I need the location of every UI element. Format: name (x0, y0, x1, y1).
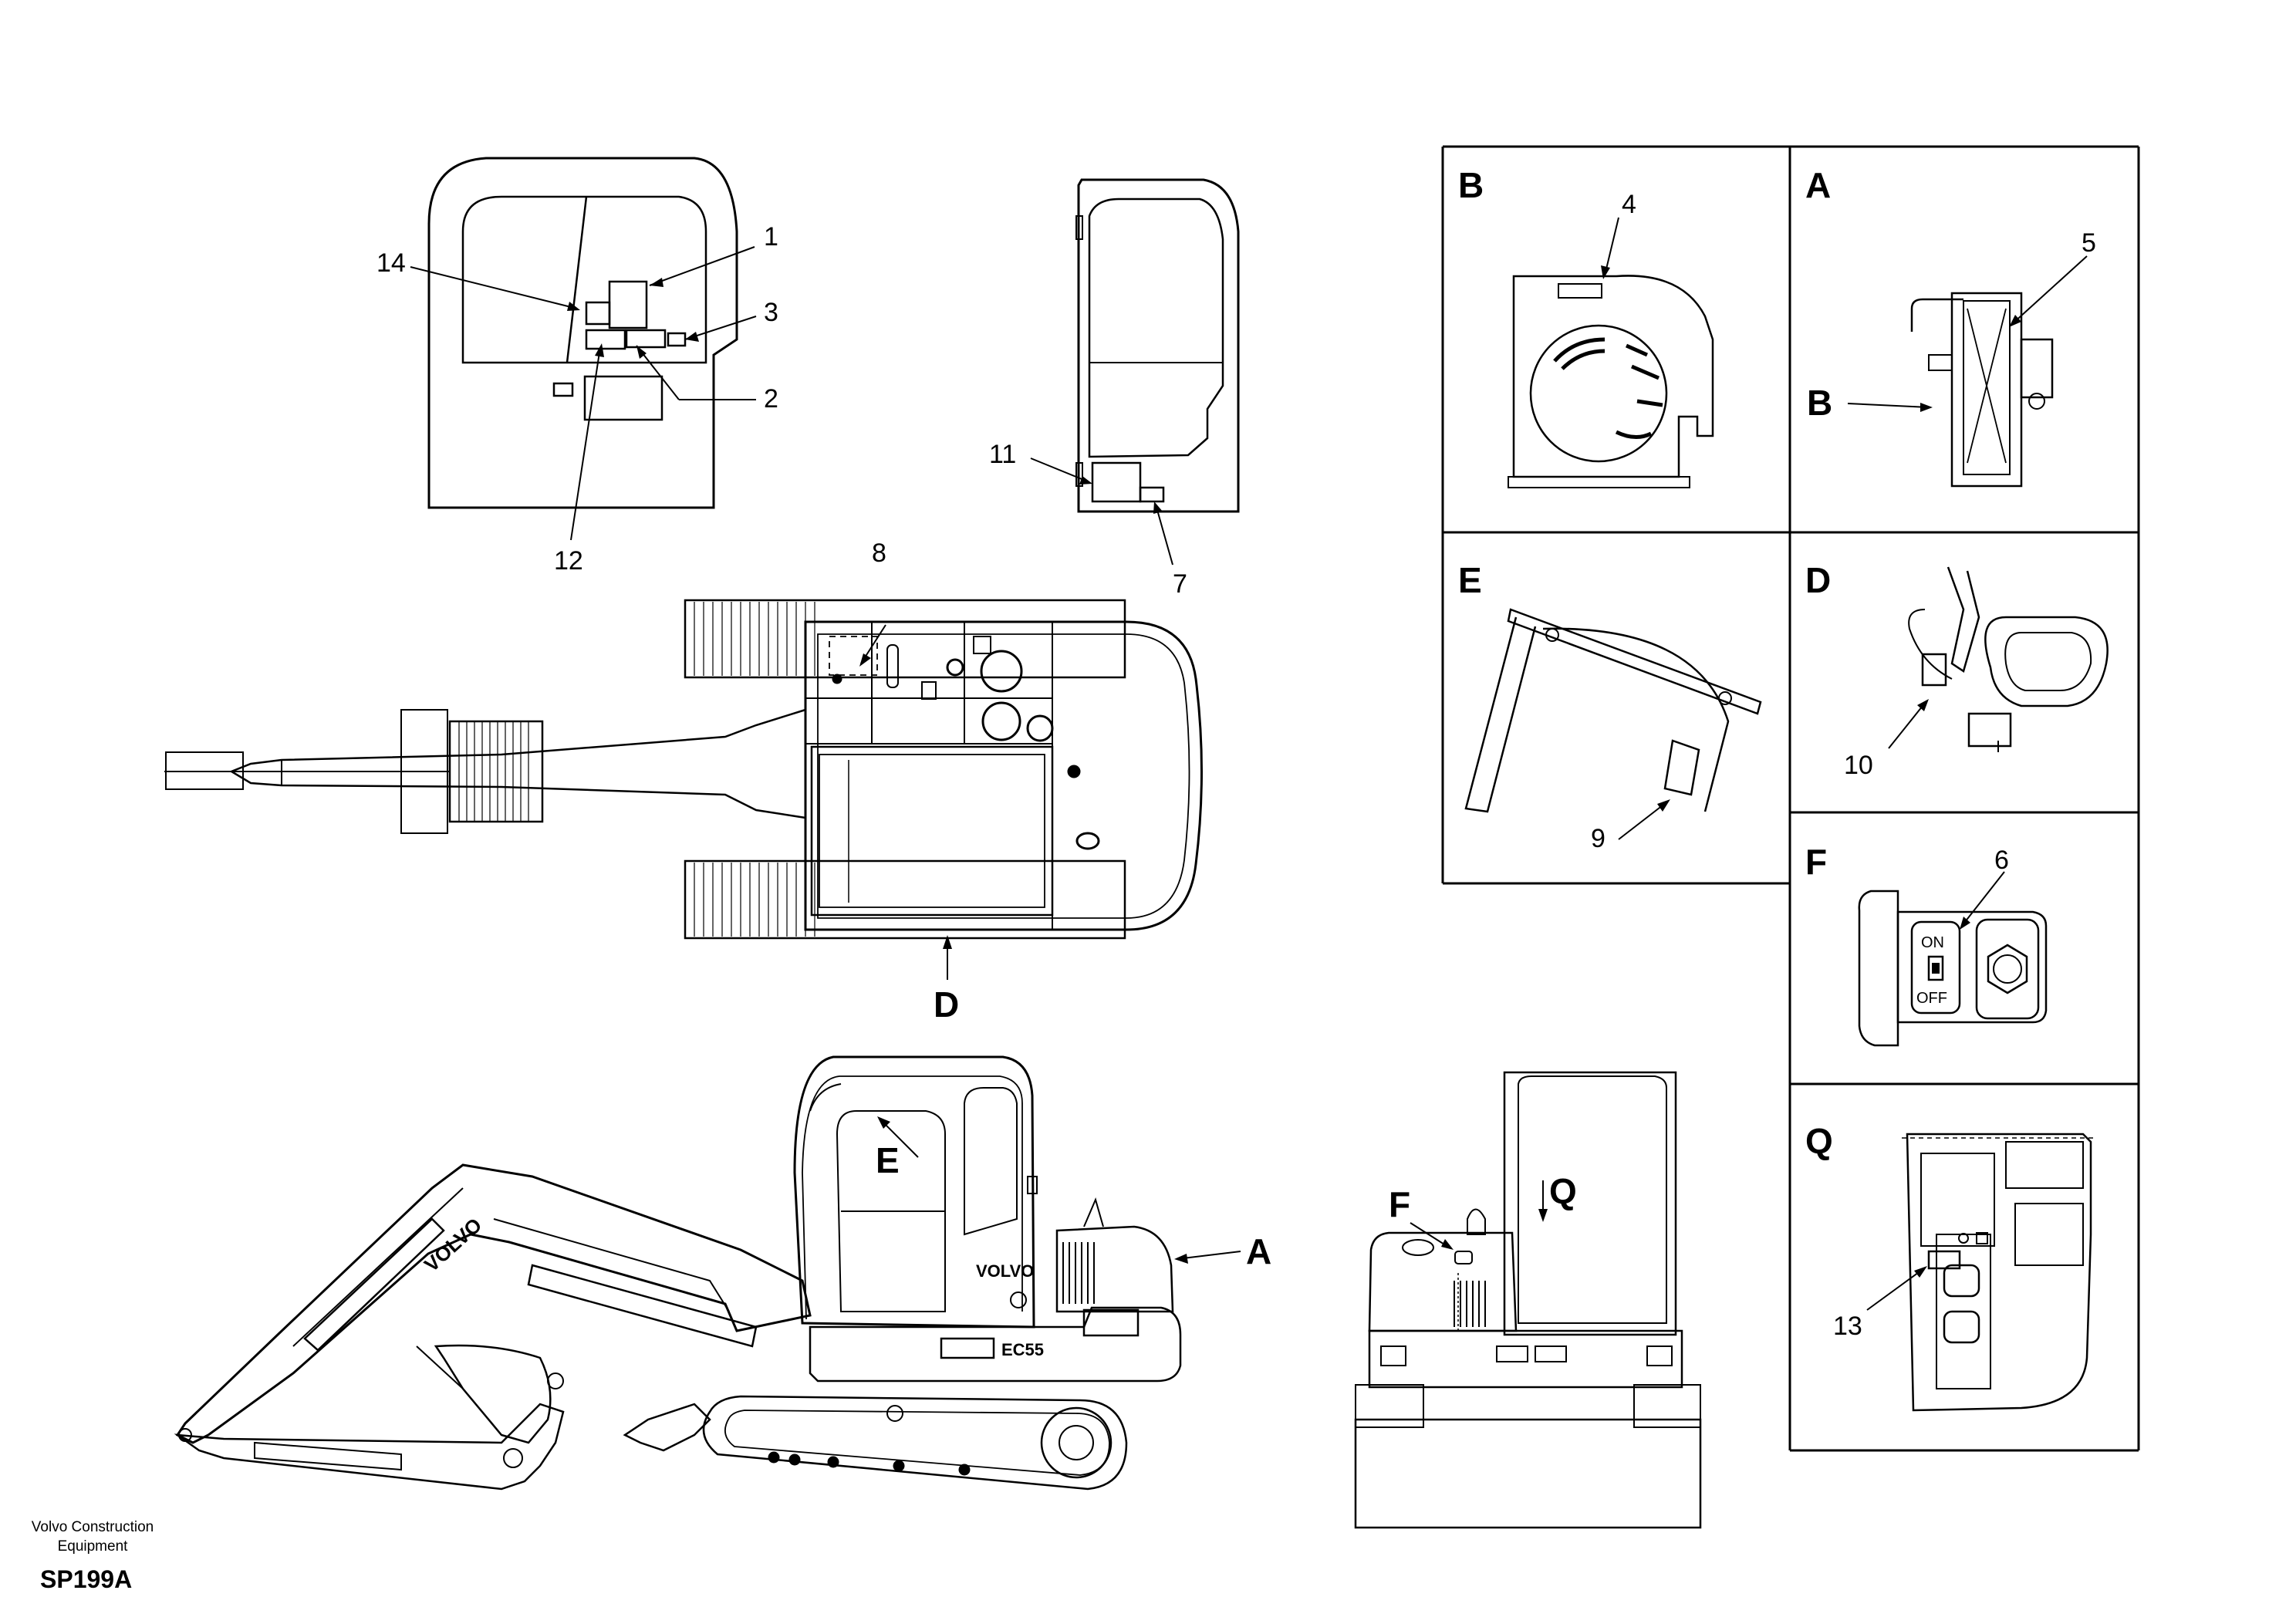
callout-5: 5 (2082, 228, 2096, 258)
panel-label-D: D (1805, 560, 1831, 600)
callout-9: 9 (1591, 824, 1606, 853)
panel-label-F: F (1805, 842, 1827, 882)
callout-11: 11 (989, 440, 1016, 469)
panel-label-B: B (1458, 165, 1484, 205)
callout-7: 7 (1173, 569, 1187, 599)
company-name-line1: Volvo Construction (32, 1519, 154, 1535)
panel-label-A: A (1805, 165, 1831, 205)
switch-on-label: ON (1921, 934, 1944, 951)
rear-view (1354, 1071, 1702, 1529)
panel-label-E: E (1458, 560, 1482, 600)
view-arrow-Q: Q (1549, 1171, 1577, 1211)
panel-Q-console (1866, 1133, 2095, 1412)
excavator-side-view (174, 1055, 1241, 1491)
view-arrow-D: D (934, 984, 959, 1025)
panel-E-window (1464, 608, 1762, 840)
panel-A-label-B: B (1807, 383, 1832, 423)
panel-A-hydraulic (1847, 255, 2088, 488)
view-arrow-E: E (876, 1140, 900, 1180)
callout-4: 4 (1622, 190, 1636, 219)
callout-1: 1 (764, 222, 778, 252)
callout-13: 13 (1833, 1312, 1862, 1341)
view-arrow-A: A (1246, 1231, 1271, 1271)
panel-D-seat (1888, 566, 2109, 752)
company-name-line2: Equipment (58, 1538, 129, 1555)
panel-F-switch (1858, 871, 2048, 1047)
detail-panel-grid (1441, 145, 2140, 1452)
callout-10: 10 (1844, 751, 1873, 780)
switch-off-label: OFF (1916, 990, 1947, 1007)
callout-12: 12 (554, 546, 583, 576)
cab-brand-text: VOLVO (976, 1261, 1034, 1281)
callout-8: 8 (872, 539, 886, 568)
panel-B-radiator (1508, 217, 1714, 488)
cab-front-view (410, 157, 757, 541)
drawing-code: SP199A (40, 1565, 132, 1593)
callout-6: 6 (1994, 846, 2009, 875)
model-text: EC55 (1001, 1340, 1044, 1359)
door-side-view (1030, 178, 1240, 566)
top-view (164, 599, 1203, 980)
callout-2: 2 (764, 384, 778, 414)
view-arrow-F: F (1389, 1184, 1410, 1224)
panel-label-Q: Q (1805, 1121, 1833, 1161)
callout-14: 14 (376, 248, 406, 278)
callout-3: 3 (764, 298, 778, 327)
